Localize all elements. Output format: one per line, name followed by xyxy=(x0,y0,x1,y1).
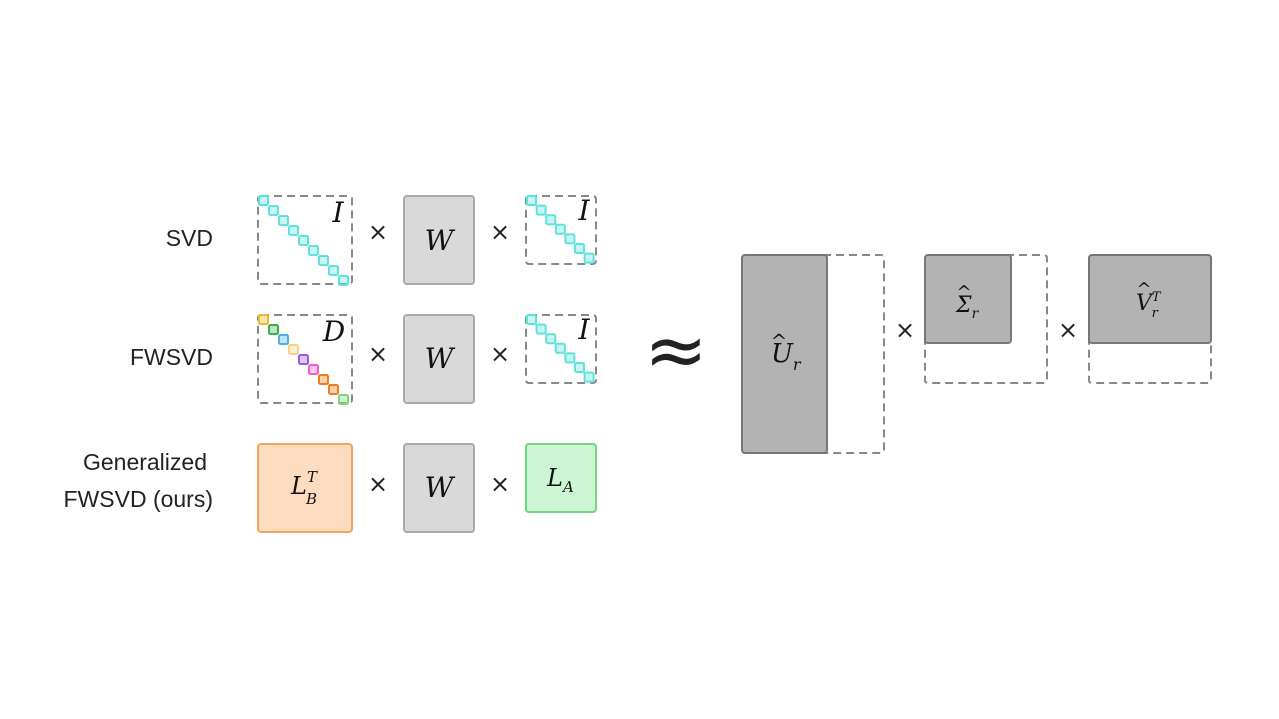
times-operator: × xyxy=(368,218,388,246)
diagonal-entry xyxy=(288,225,299,236)
diagonal-entry xyxy=(564,233,576,245)
diagonal-entry xyxy=(526,195,537,206)
diagonal-entry xyxy=(535,204,547,216)
diagonal-entry xyxy=(298,354,309,365)
identity-diagonal xyxy=(526,314,595,383)
diagonal-entry xyxy=(258,314,269,325)
diagonal-entry xyxy=(554,342,566,354)
u-symbol: Ur xyxy=(771,339,802,374)
diagonal-entry xyxy=(554,223,566,235)
identity-diagonal xyxy=(258,195,349,286)
svd-w-matrix: W xyxy=(403,195,475,285)
sigma-symbol: Σr xyxy=(955,293,980,322)
weight-diagonal xyxy=(258,314,349,405)
row-label-generalized-line2: FWSVD (ours) xyxy=(64,486,214,512)
times-operator: × xyxy=(490,340,510,368)
diagonal-entry xyxy=(258,195,269,206)
diagonal-entry xyxy=(268,324,279,335)
hat-accent: ^ xyxy=(771,329,788,353)
fwsvd-w-matrix: W xyxy=(403,314,475,404)
times-operator: × xyxy=(368,340,388,368)
times-operator: × xyxy=(1058,316,1078,344)
diagonal-entry xyxy=(583,371,595,383)
diagonal-entry xyxy=(278,334,289,345)
hat-accent: ^ xyxy=(1136,279,1151,300)
identity-symbol: I xyxy=(577,194,590,227)
u-factor: Ur ^ xyxy=(741,254,885,454)
diagonal-entry xyxy=(288,344,299,355)
row-label-fwsvd: FWSVD xyxy=(130,344,213,370)
diagonal-entry xyxy=(338,394,349,405)
diagonal-entry xyxy=(545,214,557,226)
times-operator: × xyxy=(490,470,510,498)
identity-diagonal xyxy=(526,195,595,264)
diagonal-entry xyxy=(318,374,329,385)
diagonal-entry xyxy=(308,364,319,375)
w-symbol: W xyxy=(425,342,456,375)
diagonal-entry xyxy=(583,252,595,264)
diagonal-entry xyxy=(545,333,557,345)
hat-accent: ^ xyxy=(956,282,971,303)
diagonal-entry xyxy=(535,323,547,335)
la-matrix: LA xyxy=(525,443,597,513)
diagonal-entry xyxy=(278,215,289,226)
fwsvd-left-diagonal: D xyxy=(257,314,353,405)
diagonal-entry xyxy=(328,265,339,276)
diagonal-entry xyxy=(574,243,585,254)
d-symbol: D xyxy=(322,315,345,348)
diagonal-entry xyxy=(564,352,576,364)
sigma-factor: Σr ^ xyxy=(924,254,1048,384)
svd-left-identity: I xyxy=(257,195,353,286)
row-label-svd: SVD xyxy=(166,225,213,251)
diagonal-entry xyxy=(574,362,585,373)
diagonal-entry xyxy=(318,255,329,266)
times-operator: × xyxy=(895,316,915,344)
w-symbol: W xyxy=(425,224,456,257)
times-operator: × xyxy=(368,470,388,498)
approx-symbol: ≈ xyxy=(644,305,708,394)
identity-symbol: I xyxy=(331,196,344,229)
diagonal-entry xyxy=(338,275,349,286)
generalized-w-matrix: W xyxy=(403,443,475,533)
identity-symbol: I xyxy=(577,313,590,346)
svd-right-identity: I xyxy=(525,194,597,265)
la-symbol: LA xyxy=(546,464,574,496)
diagonal-entry xyxy=(526,314,537,325)
row-label-generalized-line1: Generalized xyxy=(83,449,207,475)
diagonal-entry xyxy=(268,205,279,216)
times-operator: × xyxy=(490,218,510,246)
fwsvd-right-identity: I xyxy=(525,313,597,384)
w-symbol: W xyxy=(425,471,456,504)
diagonal-entry xyxy=(308,245,319,256)
diagonal-entry xyxy=(328,384,339,395)
diagonal-entry xyxy=(298,235,309,246)
